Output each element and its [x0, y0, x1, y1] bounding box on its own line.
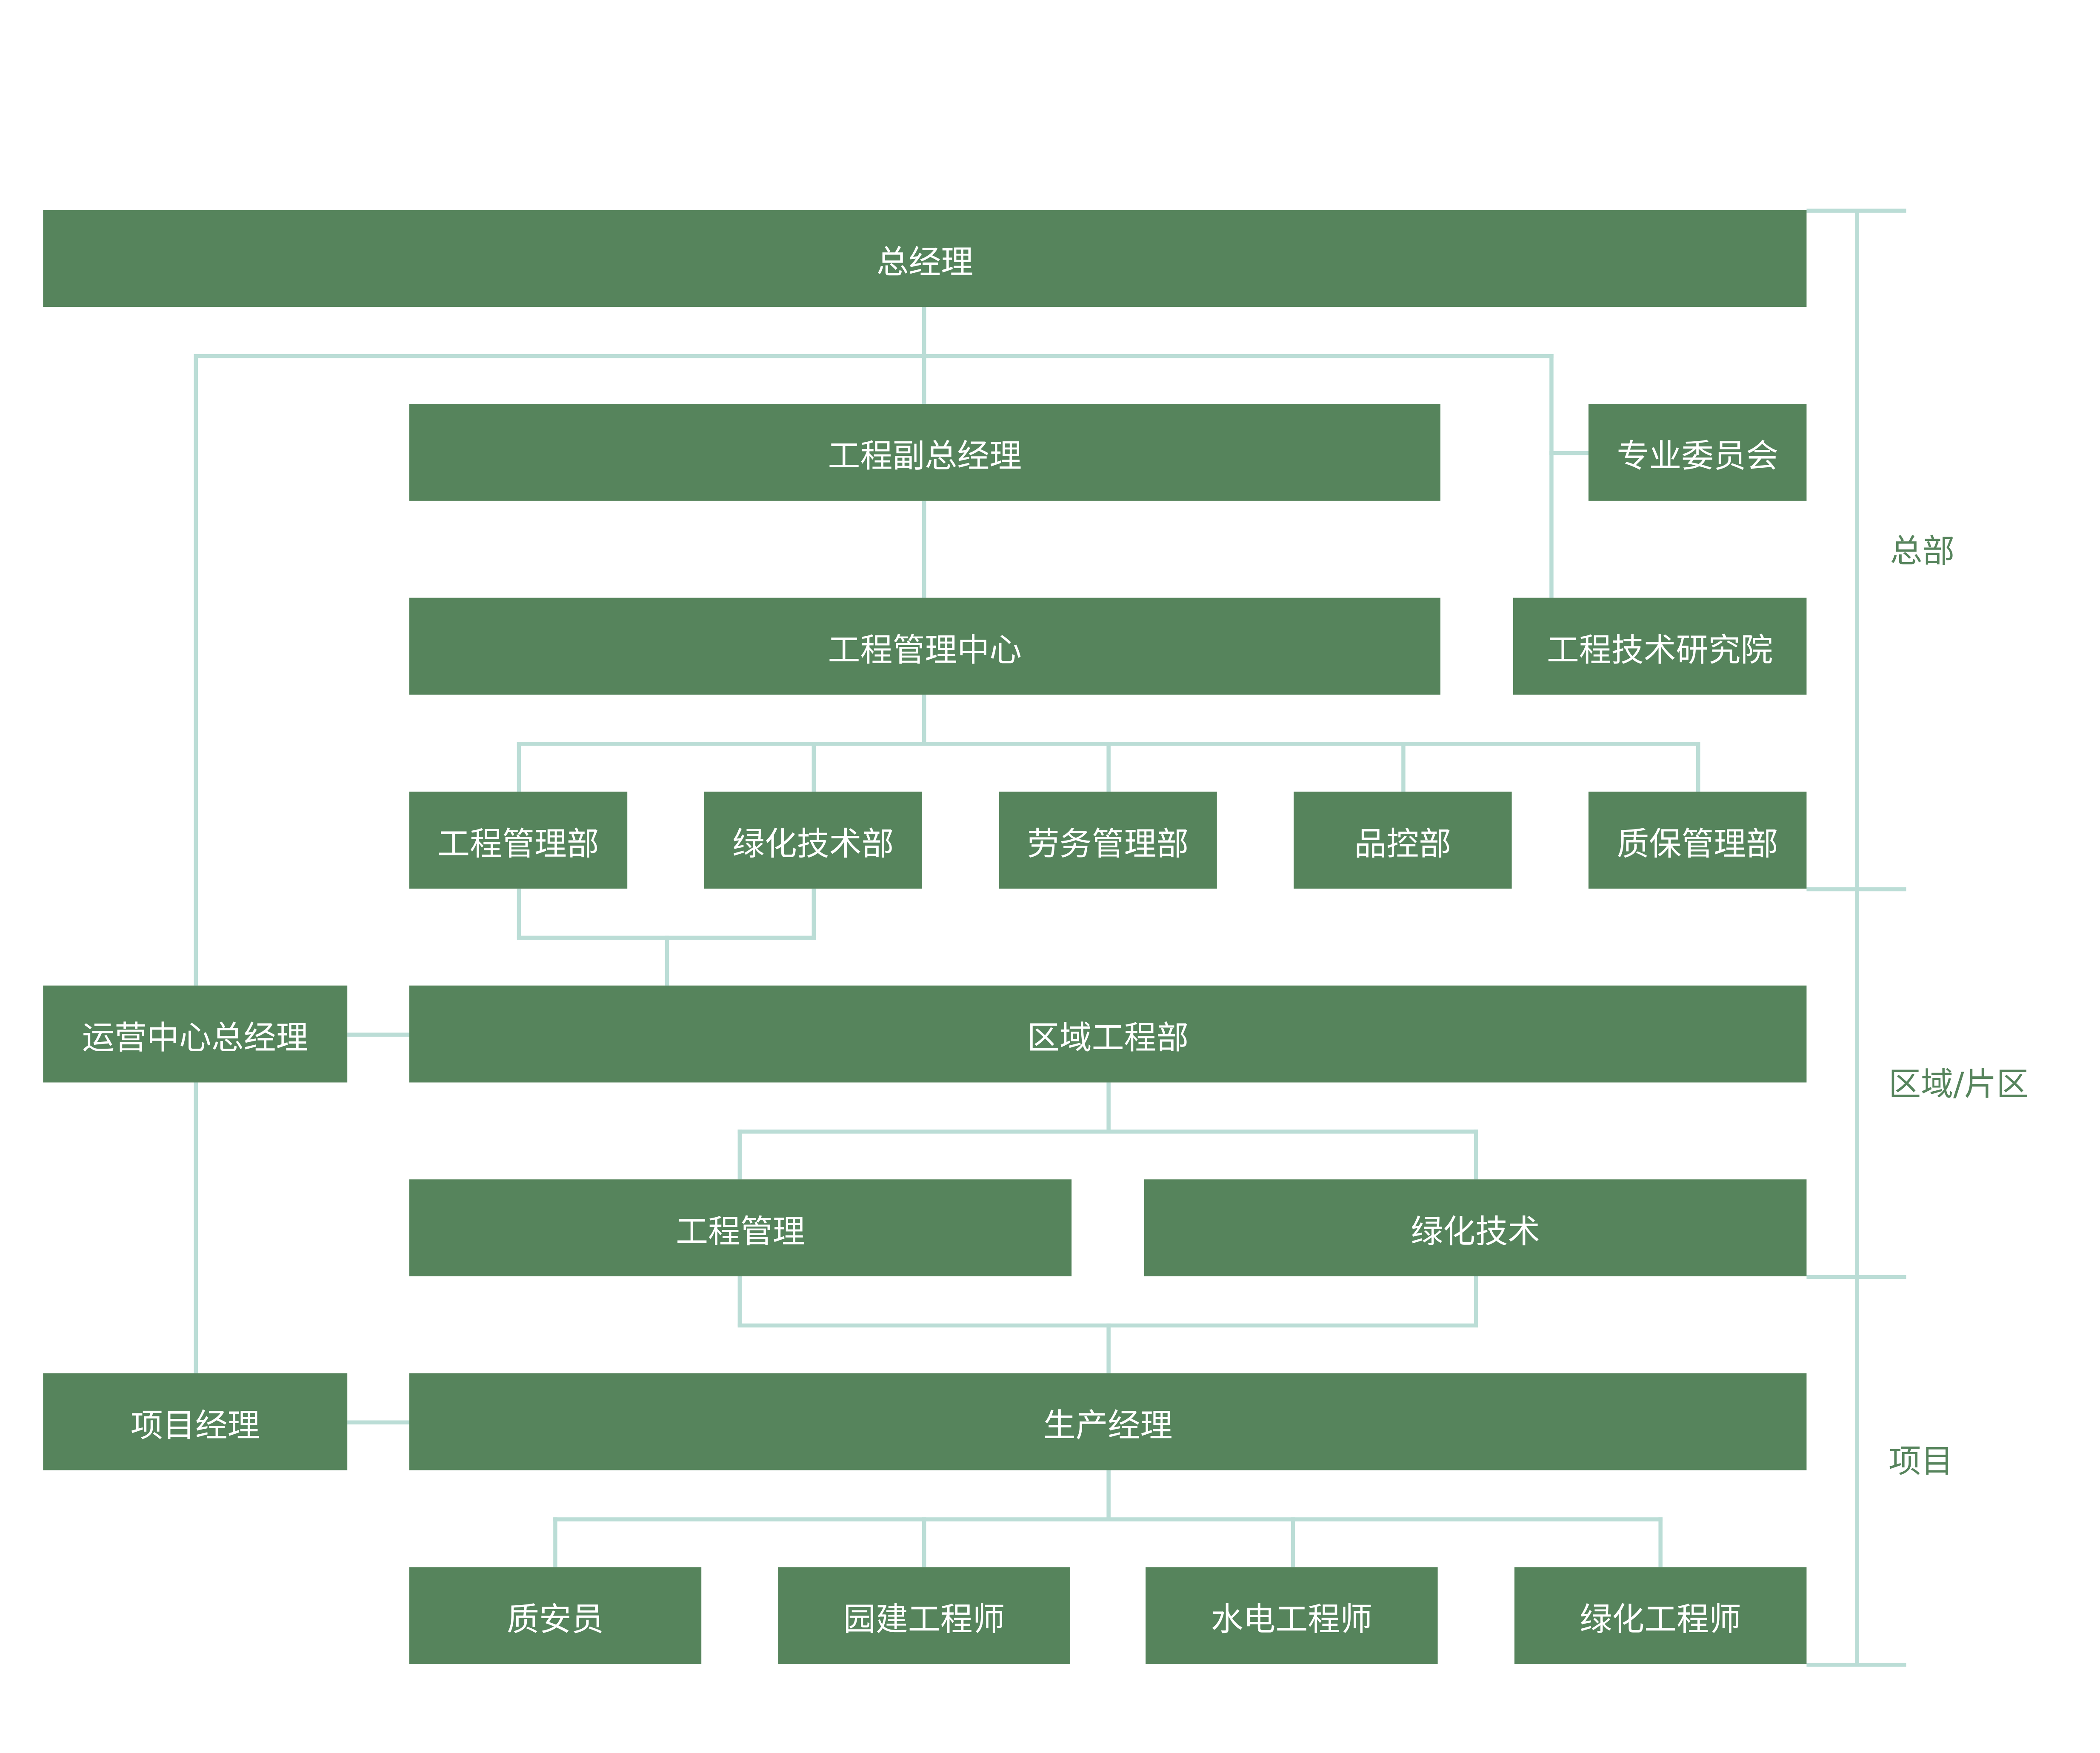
connector — [1106, 1082, 1111, 1131]
level-bracket — [1855, 210, 1859, 1664]
connector — [194, 1082, 198, 1373]
connector — [922, 500, 926, 598]
node-general-manager: 总经理 — [43, 210, 1807, 307]
connector — [922, 695, 926, 744]
connector — [553, 1517, 557, 1567]
connector — [347, 1032, 409, 1037]
connector — [737, 1276, 742, 1327]
connector — [1106, 1323, 1111, 1373]
connector — [1474, 1130, 1478, 1180]
node-production-manager: 生产经理 — [409, 1373, 1807, 1470]
connector — [922, 1517, 926, 1567]
connector — [1658, 1517, 1663, 1567]
connector — [1106, 1470, 1111, 1519]
node-eng-center: 工程管理中心 — [409, 598, 1440, 695]
node-committee: 专业委员会 — [1588, 404, 1807, 501]
connector — [517, 888, 521, 938]
connector — [1696, 742, 1700, 792]
connector — [553, 1517, 1663, 1521]
level-label-project: 项目 — [1889, 1442, 1954, 1481]
node-deputy-gm: 工程副总经理 — [409, 404, 1440, 501]
node-dept: 绿化技术部 — [704, 792, 922, 889]
connector — [737, 1130, 1478, 1134]
node-dept: 质保管理部 — [1588, 792, 1807, 889]
connector — [811, 742, 816, 792]
connector — [347, 1420, 409, 1424]
connector — [665, 935, 669, 986]
node-reg-eng: 工程管理 — [409, 1179, 1072, 1276]
node-institute: 工程技术研究院 — [1513, 598, 1807, 695]
node-dept: 劳务管理部 — [999, 792, 1217, 889]
node-dept: 工程管理部 — [409, 792, 628, 889]
connector — [737, 1130, 742, 1180]
node-ops-gm: 运营中心总经理 — [43, 985, 348, 1083]
connector — [1549, 354, 1554, 598]
connector — [1549, 451, 1589, 455]
level-divider — [1806, 209, 1906, 213]
connector — [811, 888, 816, 938]
node-staff: 水电工程师 — [1146, 1567, 1438, 1664]
node-reg-green: 绿化技术 — [1144, 1179, 1807, 1276]
connector — [1401, 742, 1406, 792]
level-label-hq: 总部 — [1890, 532, 1955, 570]
node-project-manager: 项目经理 — [43, 1373, 348, 1470]
level-divider — [1806, 887, 1906, 892]
connector — [194, 354, 1554, 358]
connector — [194, 354, 198, 986]
connector — [1106, 742, 1111, 792]
connector — [1291, 1517, 1295, 1567]
connector — [1474, 1276, 1478, 1327]
node-staff: 质安员 — [409, 1567, 702, 1664]
level-divider — [1806, 1275, 1906, 1279]
node-staff: 绿化工程师 — [1514, 1567, 1807, 1664]
node-regional: 区域工程部 — [409, 985, 1807, 1083]
level-divider — [1806, 1662, 1906, 1667]
level-label-region: 区域/片区 — [1889, 1065, 2029, 1104]
node-staff: 园建工程师 — [778, 1567, 1070, 1664]
connector — [517, 742, 521, 792]
node-dept: 品控部 — [1294, 792, 1512, 889]
